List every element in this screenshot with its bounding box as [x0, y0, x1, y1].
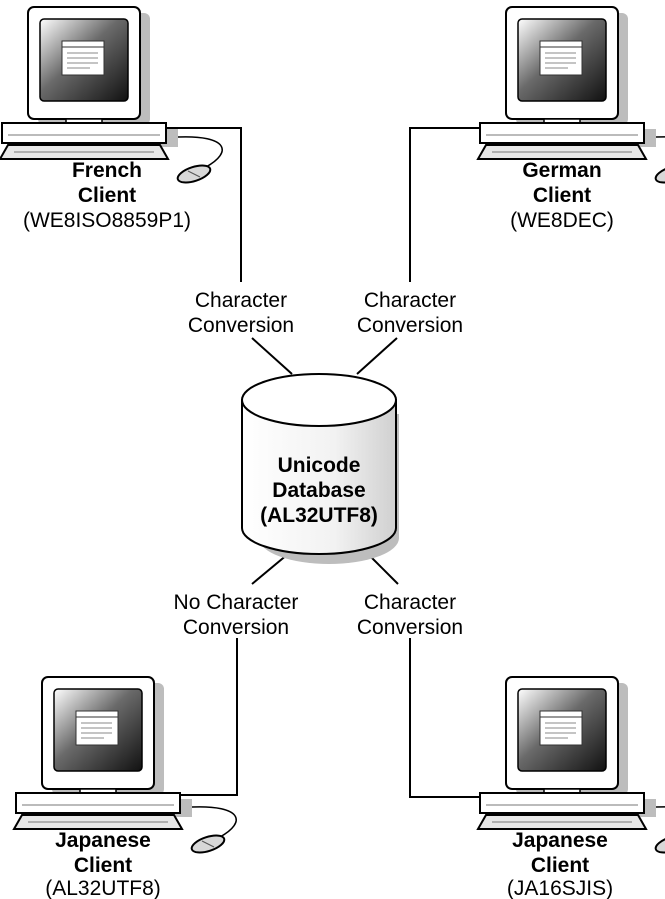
client-japanese-ja16sjis: Japanese Client (JA16SJIS)	[507, 829, 613, 899]
client-name: French	[72, 159, 142, 182]
conversion-label: Conversion	[188, 314, 294, 337]
database-icon	[241, 373, 399, 564]
client-german: German Client (WE8DEC)	[510, 159, 614, 232]
client-name: Client	[78, 184, 136, 207]
connector-japanese-ja16sjis	[409, 638, 479, 798]
client-name: Client	[74, 854, 132, 877]
client-french: French Client (WE8ISO8859P1)	[23, 159, 191, 232]
connector-db-bottom-left	[251, 553, 289, 585]
database-title: Unicode	[278, 454, 361, 477]
conversion-label-german: Character Conversion	[357, 289, 463, 337]
client-japanese-al32utf8: Japanese Client (AL32UTF8)	[45, 829, 161, 899]
client-name: Japanese	[512, 829, 608, 852]
client-name: German	[522, 159, 601, 182]
connector-db-top-right	[356, 337, 398, 375]
conversion-label: Character	[364, 289, 456, 312]
client-name: Client	[533, 184, 591, 207]
conversion-label: Conversion	[357, 314, 463, 337]
client-charset: (AL32UTF8)	[45, 877, 161, 899]
conversion-label: Character	[195, 289, 287, 312]
conversion-label: Character	[364, 591, 456, 614]
connector-french	[150, 127, 242, 282]
conversion-label: No Character	[174, 591, 299, 614]
conversion-label: Conversion	[183, 616, 289, 639]
client-name: Client	[531, 854, 589, 877]
conversion-label-french: Character Conversion	[188, 289, 294, 337]
database-label: Unicode Database (AL32UTF8)	[260, 454, 378, 527]
conversion-label-japanese-ja16sjis: Character Conversion	[357, 591, 463, 639]
connector-db-bottom-right	[367, 553, 399, 585]
conversion-label: Conversion	[357, 616, 463, 639]
connector-german	[409, 127, 479, 282]
connector-db-top-left	[251, 337, 293, 375]
client-name: Japanese	[55, 829, 151, 852]
client-charset: (WE8DEC)	[510, 209, 614, 232]
client-charset: (WE8ISO8859P1)	[23, 209, 191, 232]
client-charset: (JA16SJIS)	[507, 877, 613, 899]
database-charset: (AL32UTF8)	[260, 504, 378, 527]
database-subtitle: Database	[272, 479, 365, 502]
conversion-label-japanese-al32utf8: No Character Conversion	[174, 591, 299, 639]
